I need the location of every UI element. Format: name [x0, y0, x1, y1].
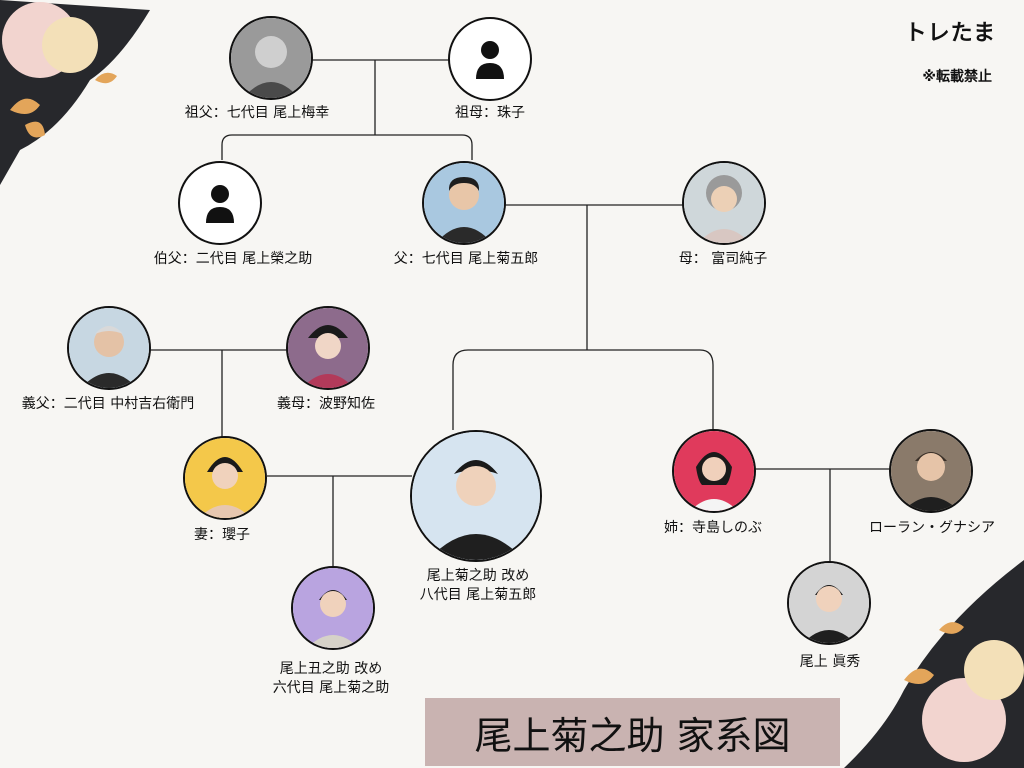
- portrait-photo: [410, 430, 542, 562]
- person-icon: [448, 17, 532, 101]
- person-label-line2: 八代目 尾上菊五郎: [419, 587, 537, 603]
- brand-logo-text: トレたま: [904, 21, 996, 46]
- person-label: ローラン・グナシア: [869, 520, 995, 536]
- portrait-photo: [422, 161, 506, 245]
- person-label: 姉：寺島しのぶ: [664, 520, 762, 536]
- diagram-title-text: 尾上菊之助 家系図: [474, 713, 791, 758]
- portrait-photo: [672, 429, 756, 513]
- person-label: 尾上 眞秀: [799, 654, 861, 670]
- corner-flower-decoration-bottom-right: [844, 560, 1024, 768]
- portrait-photo: [682, 161, 766, 245]
- person-label-line1: 尾上丑之助 改め: [279, 661, 383, 677]
- portrait-photo: [889, 429, 973, 513]
- person-label: 義母：波野知佐: [277, 396, 375, 412]
- person-label: 義父：二代目 中村吉右衛門: [21, 396, 195, 412]
- portrait-photo: [787, 561, 871, 645]
- no-reproduction-notice: ※転載禁止: [922, 69, 992, 85]
- portrait-photo: [286, 306, 370, 390]
- corner-flower-decoration-top-left: [0, 0, 150, 185]
- person-label: 伯父：二代目 尾上榮之助: [153, 251, 313, 267]
- portrait-photo: [67, 306, 151, 390]
- portrait-photo: [229, 16, 313, 100]
- person-label-line1: 尾上菊之助 改め: [426, 568, 530, 584]
- person-label: 母： 富司純子: [678, 251, 768, 267]
- person-label: 妻：瓔子: [194, 527, 250, 543]
- person-label: 父：七代目 尾上菊五郎: [393, 251, 539, 267]
- person-icon: [178, 161, 262, 245]
- person-label: 祖父：七代目 尾上梅幸: [184, 105, 330, 121]
- portrait-photo: [183, 436, 267, 520]
- diagram-title: 尾上菊之助 家系図: [425, 698, 840, 766]
- person-label: 祖母：珠子: [455, 105, 525, 121]
- person-label-line2: 六代目 尾上菊之助: [272, 680, 390, 696]
- portrait-photo: [291, 566, 375, 650]
